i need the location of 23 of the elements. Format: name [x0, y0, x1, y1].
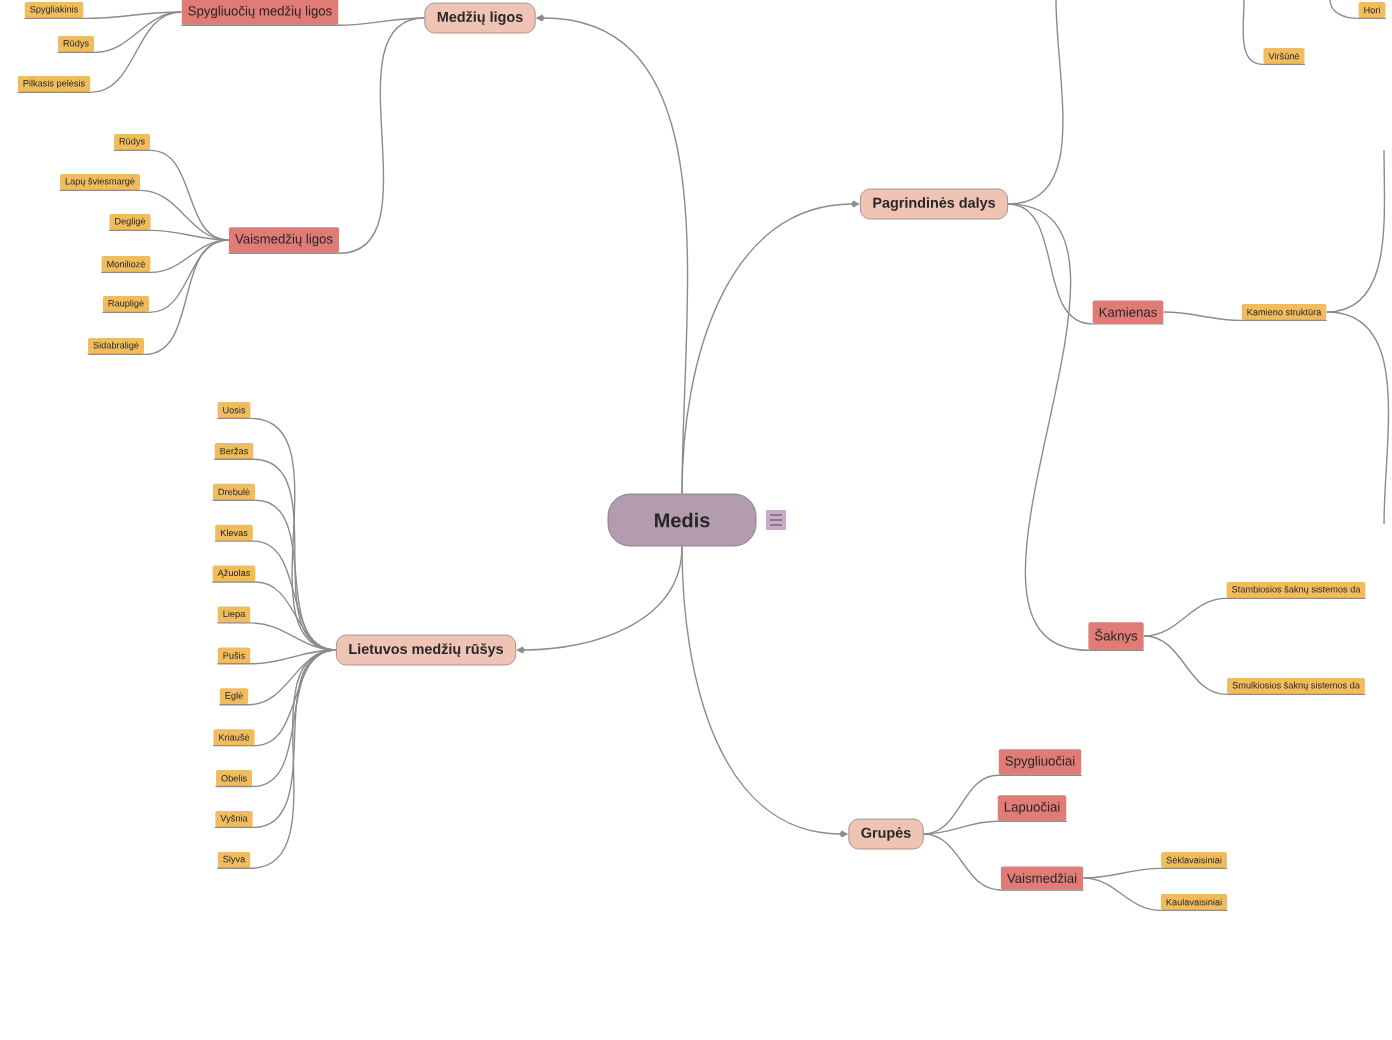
connector [681, 200, 860, 495]
connector [1082, 867, 1228, 879]
connector [23, 11, 183, 20]
connector [216, 649, 337, 869]
connector [227, 17, 426, 254]
connector [922, 833, 1085, 891]
connector [1242, 0, 1306, 66]
connector [922, 820, 1068, 835]
connector [1007, 203, 1145, 651]
connector [108, 229, 230, 241]
connector [1326, 311, 1390, 525]
connector [180, 17, 426, 26]
connector [16, 11, 183, 94]
connector [1143, 635, 1367, 696]
connector [86, 239, 230, 356]
connector [216, 622, 337, 651]
connector [212, 649, 337, 747]
connector [56, 11, 183, 54]
connector [1163, 311, 1328, 322]
connector [1329, 0, 1387, 20]
central-topic: Medis [607, 493, 757, 547]
connector [1082, 877, 1229, 912]
connector [1143, 597, 1367, 637]
